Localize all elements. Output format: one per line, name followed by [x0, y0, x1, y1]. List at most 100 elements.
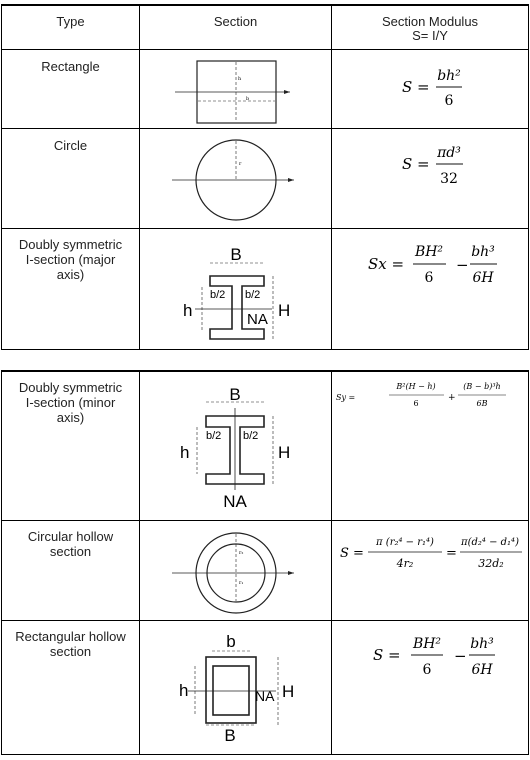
label-H: H	[278, 301, 290, 320]
formula-operator: −	[456, 256, 469, 274]
formula-numerator-1: B²(H − h)	[395, 382, 435, 391]
formula-numerator-2: (B − b)³h	[463, 382, 500, 391]
label-B: B	[229, 385, 240, 404]
formula-numerator-1: BH²	[414, 244, 443, 260]
formula-numerator: πd³	[436, 145, 461, 161]
table-row-circular-hollow: Circular hollow section r₂ r₁ S = π (r₂⁴…	[2, 520, 528, 621]
formula-numerator-2: bh³	[471, 244, 495, 260]
rectangle-formula: S = bh² 6	[332, 50, 528, 129]
formula-denominator-1: 6	[425, 270, 434, 286]
rectangular-hollow-formula: S = BH² 6 − bh³ 6H	[332, 621, 528, 755]
table-row-rectangular-hollow: Rectangular hollow section b B h H NA S …	[2, 620, 528, 755]
outer-rectangle	[205, 656, 257, 724]
formula-numerator-1: π (r₂⁴ − r₁⁴)	[375, 537, 434, 548]
formula-numerator-2: π(d₂⁴ − d₁⁴)	[460, 537, 519, 548]
header-modulus: Section Modulus S= I/Y	[332, 15, 528, 43]
type-line: Rectangle	[41, 59, 100, 74]
table-row-circle: Circle r S = πd³ 32	[2, 128, 528, 229]
i-section-minor-formula: Sy = B²(H − h) 6 + (B − b)³h 6B	[332, 372, 528, 521]
row-type-label: Circle	[2, 138, 139, 153]
i-beam-outline	[209, 275, 265, 340]
label-NA: NA	[247, 311, 268, 328]
type-line: Doubly symmetric	[18, 237, 123, 252]
i-section-major-formula: Sx = BH² 6 − bh³ 6H	[332, 229, 528, 351]
row-type-label: Rectangle	[2, 59, 139, 74]
type-line: section	[49, 644, 92, 659]
formula-denominator-1: 6	[413, 399, 418, 408]
header-section: Section	[213, 14, 258, 29]
formula-denominator: 6	[445, 93, 454, 109]
inner-rectangle	[212, 665, 250, 716]
table-row-i-section-major: Doubly symmetric I-section (major axis) …	[2, 228, 528, 351]
type-line: axis)	[56, 410, 85, 425]
label-r2: r₂	[239, 550, 243, 556]
label-h: h	[179, 681, 188, 700]
type-line: Circular hollow	[27, 529, 114, 544]
table-row-i-section-minor: Doubly symmetric I-section (minor axis) …	[2, 371, 528, 521]
formula-denominator-1: 4r₂	[396, 557, 414, 570]
i-beam-outline	[205, 415, 265, 485]
circular-hollow-formula: S = π (r₂⁴ − r₁⁴) 4r₂ = π(d₂⁴ − d₁⁴) 32d…	[332, 521, 528, 621]
label-b: b	[246, 96, 249, 102]
arrowhead	[288, 571, 294, 575]
formula-denominator-2: 6B	[477, 399, 488, 408]
type-line: I-section (major	[25, 252, 116, 267]
type-line: Doubly symmetric	[18, 380, 123, 395]
table-row-rectangle: Rectangle h b S = bh² 6	[2, 49, 528, 129]
label-H: H	[278, 443, 290, 462]
label-b: b	[226, 632, 235, 651]
column-divider	[331, 371, 332, 754]
label-H: H	[282, 682, 294, 701]
circle-formula: S = πd³ 32	[332, 129, 528, 229]
formula-lhs: Sy =	[336, 393, 355, 402]
circle-section-diagram: r	[172, 139, 294, 221]
label-r: r	[239, 161, 242, 167]
type-line: Circle	[53, 138, 88, 153]
formula-operator: =	[446, 546, 457, 561]
header-type: Type	[56, 14, 85, 29]
i-section-major-diagram: B b/2 b/2 h H NA	[183, 245, 290, 340]
header-modulus-title: Section Modulus	[381, 14, 479, 29]
formula-denominator-2: 6H	[472, 270, 494, 286]
arrowhead	[288, 178, 294, 182]
label-b2-right: b/2	[245, 289, 260, 301]
header-row: Type Section Section Modulus S= I/Y	[2, 5, 528, 50]
row-type-label: Doubly symmetric I-section (minor axis)	[2, 380, 139, 425]
type-line: axis)	[56, 267, 85, 282]
label-b2-left: b/2	[210, 289, 225, 301]
formula-lhs: S =	[402, 155, 430, 173]
i-section-minor-diagram: B b/2 b/2 h H NA	[180, 385, 290, 511]
section-modulus-table-2: Doubly symmetric I-section (minor axis) …	[1, 370, 529, 755]
label-B: B	[230, 245, 241, 264]
type-line: Rectangular hollow	[15, 629, 126, 644]
formula-numerator-2: bh³	[470, 636, 494, 652]
formula-operator: −	[454, 647, 467, 665]
row-type-label: Rectangular hollow section	[2, 629, 139, 659]
formula-numerator-1: BH²	[412, 636, 441, 652]
formula-denominator-2: 6H	[471, 662, 493, 678]
label-NA: NA	[223, 492, 247, 511]
rectangle-section-diagram: h b	[175, 60, 290, 124]
label-b2-left: b/2	[206, 430, 221, 442]
column-divider	[139, 5, 140, 349]
label-h: h	[183, 301, 192, 320]
label-r1: r₁	[239, 580, 243, 586]
row-type-label: Circular hollow section	[2, 529, 139, 559]
arrowhead	[284, 90, 290, 94]
formula-denominator-2: 32d₂	[478, 557, 503, 570]
type-line: I-section (minor	[25, 395, 116, 410]
section-modulus-table-1: Type Section Section Modulus S= I/Y Rect…	[1, 4, 529, 350]
formula-lhs: S =	[340, 546, 364, 561]
formula-lhs: Sx =	[368, 255, 404, 273]
formula-denominator-1: 6	[423, 662, 432, 678]
rectangular-hollow-diagram: b B h H NA	[179, 632, 294, 745]
formula-operator: +	[448, 393, 456, 403]
header-modulus-formula: S= I/Y	[412, 28, 448, 43]
formula-lhs: S =	[373, 646, 401, 664]
column-divider	[331, 5, 332, 349]
label-B: B	[224, 726, 235, 745]
formula-lhs: S =	[402, 78, 430, 96]
formula-numerator: bh²	[437, 68, 461, 84]
column-divider	[139, 371, 140, 754]
formula-denominator: 32	[440, 171, 458, 187]
